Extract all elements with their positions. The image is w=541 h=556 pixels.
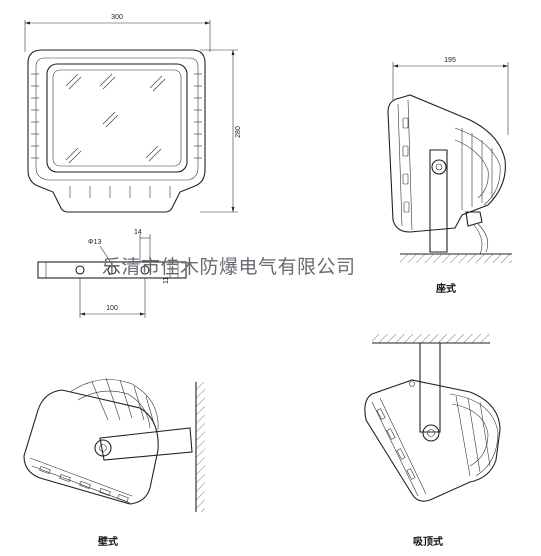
front-width-label: 300 xyxy=(111,14,123,21)
bracket-hole-mid xyxy=(107,265,117,275)
front-view: 300 280 xyxy=(24,14,242,213)
ceiling-caption: 吸顶式 xyxy=(413,535,443,548)
side-view: 195 座式 xyxy=(387,57,512,295)
side-guard-cage xyxy=(454,127,501,210)
bracket-slot-label: 14 xyxy=(134,229,142,236)
side-pivot-bolt xyxy=(431,159,447,175)
bracket-hole-left xyxy=(75,265,85,275)
side-depth-label: 195 xyxy=(444,57,456,64)
wall-guard-cage xyxy=(69,377,159,431)
glass-reflection-marks xyxy=(65,73,166,164)
wall-housing xyxy=(23,389,159,505)
bracket-view: Φ13 14 11 100 xyxy=(37,229,187,318)
front-glass xyxy=(52,69,182,167)
side-caption: 座式 xyxy=(435,282,456,295)
wall-pivot-bolt xyxy=(94,439,112,457)
side-floor xyxy=(400,253,512,263)
bracket-plate xyxy=(37,261,187,279)
wall-surface xyxy=(195,382,205,512)
ceiling-pivot-bolt xyxy=(422,424,440,442)
bracket-hole-label: Φ13 xyxy=(88,239,101,246)
wall-caption: 壁式 xyxy=(98,535,118,548)
front-cooling-fins xyxy=(31,73,202,159)
front-glass-frame xyxy=(46,63,188,173)
side-housing xyxy=(387,94,506,233)
ceiling-guard-cage xyxy=(449,393,499,477)
bracket-thickness-label: 11 xyxy=(163,277,170,284)
front-housing-outline xyxy=(27,49,206,213)
ceiling-surface xyxy=(372,334,490,344)
front-height-dimension: 280 xyxy=(200,49,242,213)
bracket-spacing-label: 100 xyxy=(106,305,118,312)
bracket-hole-right xyxy=(140,265,150,275)
ceiling-view: 吸顶式 xyxy=(364,334,501,548)
side-depth-dimension: 195 xyxy=(392,57,509,135)
wall-view: 壁式 xyxy=(23,377,205,548)
front-width-dimension: 300 xyxy=(24,14,211,52)
company-watermark: 乐清市佳木防爆电气有限公司 xyxy=(102,256,356,278)
ceiling-housing xyxy=(364,379,501,502)
front-height-label: 280 xyxy=(235,126,242,138)
